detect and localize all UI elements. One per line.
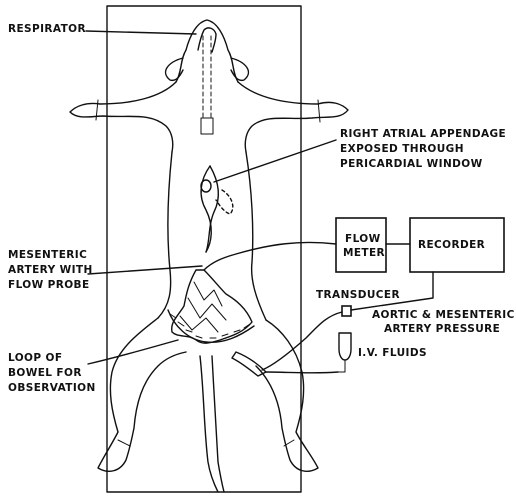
label-bowel-line3: OBSERVATION xyxy=(8,382,96,394)
label-iv-fluids: I.V. FLUIDS xyxy=(358,347,427,359)
iv-fluids-bottle xyxy=(338,333,351,372)
exposed-bowel xyxy=(168,270,266,376)
surgical-incision xyxy=(201,166,233,252)
label-mesenteric-line3: FLOW PROBE xyxy=(8,279,90,291)
label-recorder: RECORDER xyxy=(418,239,485,251)
label-transducer: TRANSDUCER xyxy=(316,289,400,301)
label-respirator: RESPIRATOR xyxy=(8,23,86,35)
label-mesenteric-line1: MESENTERIC xyxy=(8,249,87,261)
label-bowel-line2: BOWEL FOR xyxy=(8,367,82,379)
flow-meter-box xyxy=(336,218,386,272)
label-pressure-line1: AORTIC & MESENTERIC xyxy=(372,309,515,321)
label-bowel-line1: LOOP OF xyxy=(8,352,62,364)
label-flow-meter-line2: METER xyxy=(343,247,385,259)
label-mesenteric-line2: ARTERY WITH xyxy=(8,264,93,276)
label-flow-meter-line1: FLOW xyxy=(345,233,381,245)
respirator-tube xyxy=(198,28,216,134)
label-right-atrial-line1: RIGHT ATRIAL APPENDAGE xyxy=(340,128,506,140)
label-right-atrial-line3: PERICARDIAL WINDOW xyxy=(340,158,483,170)
transducer-box xyxy=(342,306,351,316)
label-pressure-line2: ARTERY PRESSURE xyxy=(384,323,500,335)
animal-body xyxy=(70,20,348,492)
label-right-atrial-line2: EXPOSED THROUGH xyxy=(340,143,464,155)
